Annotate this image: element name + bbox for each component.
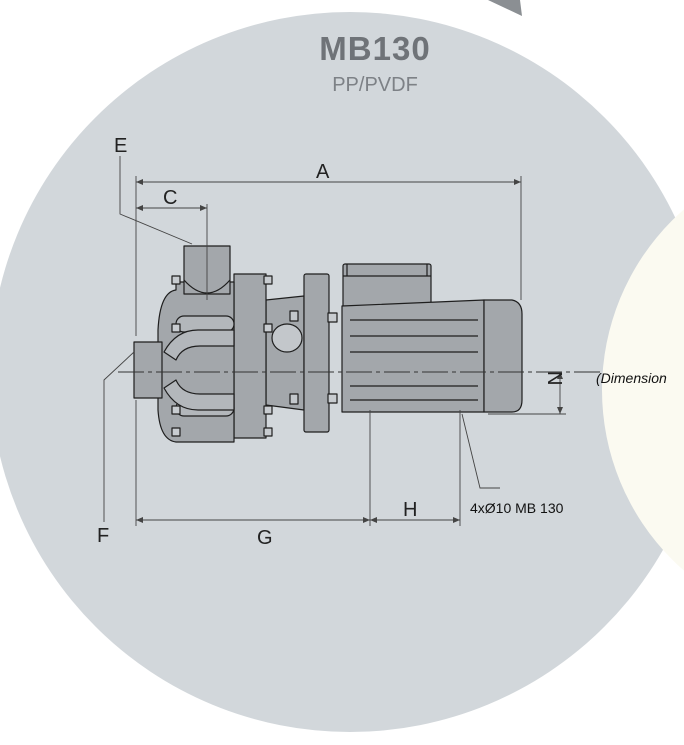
lantern-window [271,323,303,353]
terminal-box-top [343,264,431,277]
mounting-holes-note: 4xØ10 MB 130 [470,500,564,516]
model-title: MB130 [319,30,431,67]
terminal-box [342,263,432,309]
suction-port [133,341,163,399]
material-subtitle: PP/PVDF [332,74,418,96]
dimensions-side-note: (Dimension [596,370,667,386]
label-c: C [163,187,177,209]
corner-arrow-icon [488,0,522,16]
dimension-arrows [136,179,563,523]
label-n: N [543,371,565,385]
side-panel [602,209,684,571]
motor-flange [303,273,330,433]
fan-cover [483,299,523,413]
pump-volute [157,281,235,443]
motor-body [341,299,485,413]
lantern-stud-bottom [289,393,299,405]
casing-bolts [171,275,338,437]
label-e: E [114,135,127,157]
casing-ribs [163,315,235,417]
label-a: A [316,161,330,183]
dimension-lines [103,156,566,526]
label-f: F [97,525,109,547]
pump-casing [233,273,267,439]
motor-fins [350,319,478,401]
label-g: G [257,527,273,549]
label-h: H [403,499,417,521]
lantern-stud-top [289,310,299,322]
